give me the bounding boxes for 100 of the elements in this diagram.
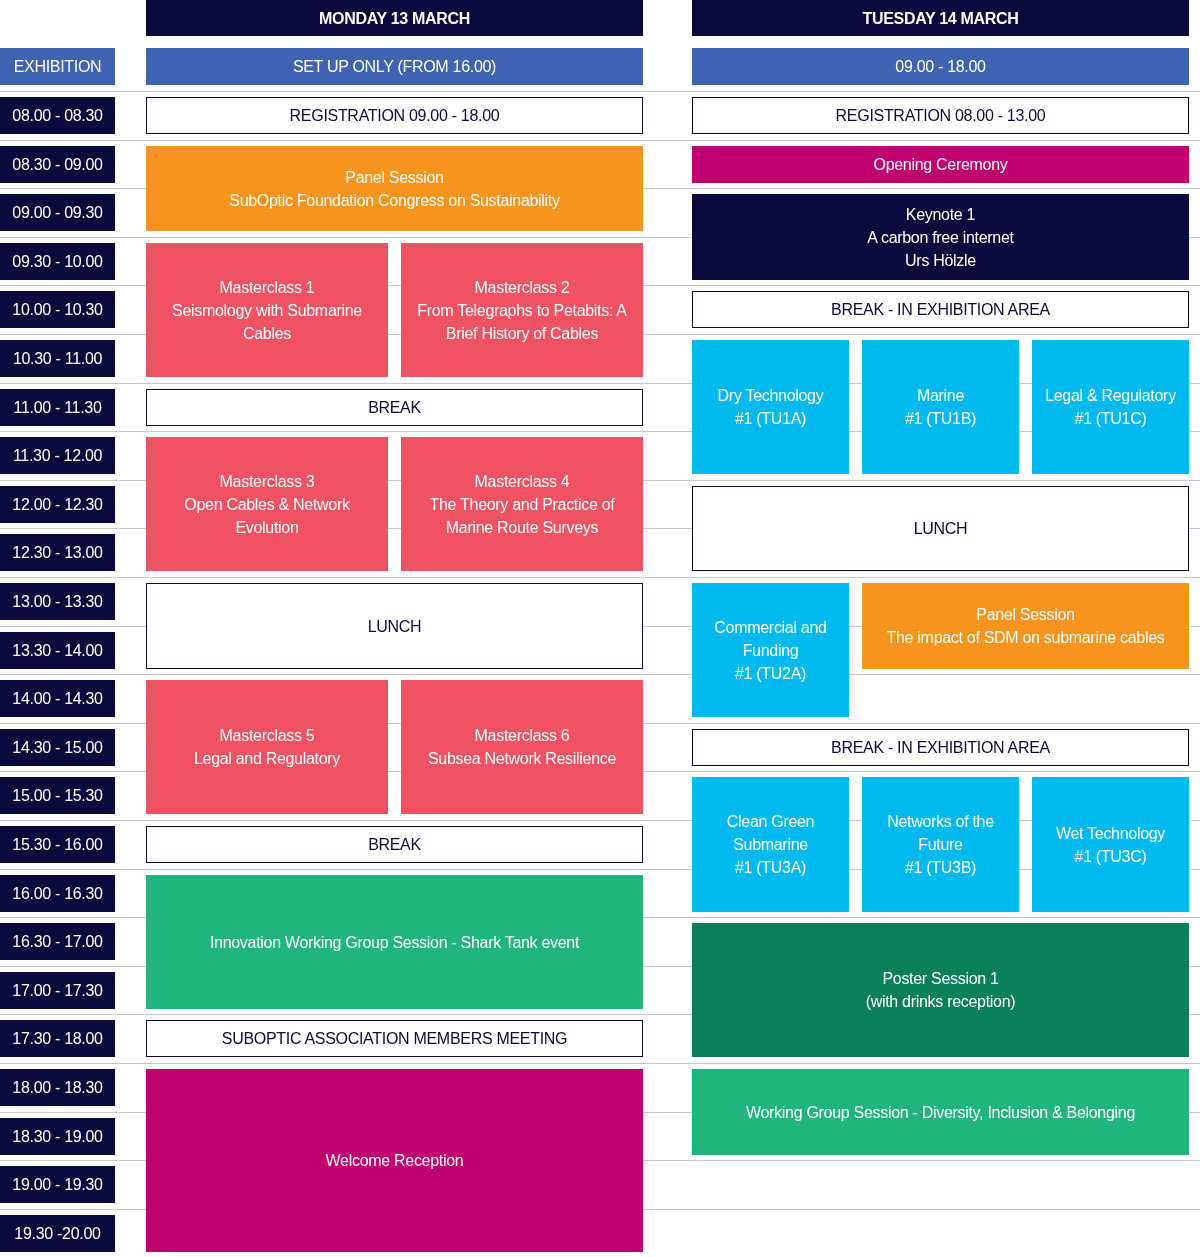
session-text: #1 (TU1B) <box>904 409 977 429</box>
session-text: LUNCH <box>367 616 422 637</box>
time-slot-label <box>0 486 115 523</box>
session-text: EXHIBITION <box>13 57 102 77</box>
time-slot-label <box>0 1215 115 1252</box>
time-slot-label <box>0 1118 115 1155</box>
session-title: Wet Technology <box>1055 823 1166 844</box>
time-text: 12.30 - 13.00 <box>12 543 103 563</box>
session-title: Masterclass 6 <box>474 726 570 746</box>
time-text: 08.30 - 09.00 <box>12 155 103 175</box>
session-text: #1 (TU3B) <box>904 858 977 878</box>
session-block <box>146 1020 643 1057</box>
session-text: Open Cables & Network Evolution <box>183 494 351 538</box>
time-text: 19.00 - 19.30 <box>12 1175 103 1195</box>
day-header <box>692 0 1189 36</box>
time-slot-label <box>0 826 115 863</box>
session-text: BREAK <box>368 398 421 418</box>
session-text: Urs Hölzle <box>905 250 976 271</box>
time-text: 11.00 - 11.30 <box>13 398 102 418</box>
session-block <box>146 97 643 134</box>
session-text: The Theory and Practice of Marine Route Surveys <box>428 494 616 538</box>
session-block <box>692 729 1189 766</box>
session-text: Subsea Network Resilience <box>427 749 617 769</box>
session-block <box>692 1069 1189 1155</box>
time-text: 18.00 - 18.30 <box>12 1078 103 1098</box>
time-text: 15.30 - 16.00 <box>12 835 103 855</box>
session-title: Keynote 1 <box>905 204 976 225</box>
time-text: 17.30 - 18.00 <box>12 1029 103 1049</box>
session-title: Panel Session <box>976 605 1075 625</box>
session-text: Working Group Session - Diversity, Inclusion & Belonging <box>746 1102 1135 1123</box>
day-header <box>146 0 643 36</box>
session-text: #1 (TU1A) <box>734 409 807 429</box>
session-text: BREAK - IN EXHIBITION AREA <box>831 738 1050 758</box>
time-text: 19.30 -20.00 <box>14 1224 101 1244</box>
session-title: Masterclass 3 <box>219 471 315 492</box>
session-title: Clean Green Submarine <box>725 812 816 855</box>
day-title: MONDAY 13 MARCH <box>318 8 471 29</box>
session-block <box>401 680 643 814</box>
session-text: #1 (TU3C) <box>1074 846 1147 867</box>
time-slot-label <box>0 632 115 669</box>
time-slot-label <box>0 875 115 912</box>
time-text: 08.00 - 08.30 <box>12 106 103 126</box>
session-block <box>692 146 1189 183</box>
session-title: Networks of the Future <box>886 812 995 855</box>
session-title: Poster Session 1 <box>882 969 999 989</box>
session-text: REGISTRATION 09.00 - 18.00 <box>289 106 500 126</box>
session-title: Dry Technology <box>717 386 824 406</box>
session-text: Innovation Working Group Session - Shark Tank event <box>209 932 580 953</box>
session-text: #1 (TU1C) <box>1074 409 1147 429</box>
session-title: Masterclass 5 <box>219 726 315 746</box>
session-title: Commercial and Funding <box>713 617 828 661</box>
session-block <box>146 1069 643 1252</box>
session-block <box>401 243 643 377</box>
time-text: 09.30 - 10.00 <box>12 252 103 272</box>
session-block <box>862 340 1019 474</box>
time-slot-label <box>0 243 115 280</box>
session-text: SUBOPTIC ASSOCIATION MEMBERS MEETING <box>221 1029 568 1049</box>
exhibition-bar <box>146 48 643 85</box>
time-slot-label <box>0 340 115 377</box>
session-block <box>692 777 849 912</box>
session-block <box>146 243 388 377</box>
time-text: 11.30 - 12.00 <box>12 446 103 466</box>
session-text: The impact of SDM on submarine cables <box>886 628 1165 648</box>
session-text: SubOptic Foundation Congress on Sustainability <box>229 190 560 211</box>
session-block <box>862 777 1019 912</box>
session-block <box>146 146 643 231</box>
time-text: 17.00 - 17.30 <box>12 981 103 1001</box>
session-block <box>1032 340 1189 474</box>
session-text: A carbon free internet <box>867 227 1014 248</box>
time-text: 16.00 - 16.30 <box>12 884 103 904</box>
time-text: 10.00 - 10.30 <box>12 300 103 320</box>
session-title: Marine <box>916 386 965 406</box>
session-text: #1 (TU3A) <box>734 858 807 878</box>
session-block <box>146 583 643 669</box>
session-text: Welcome Reception <box>325 1151 464 1171</box>
session-text: REGISTRATION 08.00 - 13.00 <box>835 106 1046 126</box>
time-text: 15.00 - 15.30 <box>12 786 103 806</box>
session-text: LUNCH <box>913 519 968 539</box>
time-slot-label <box>0 146 115 183</box>
time-slot-label <box>0 923 115 960</box>
time-text: 12.00 - 12.30 <box>12 495 103 515</box>
session-title: Masterclass 4 <box>474 471 570 492</box>
session-title: Masterclass 2 <box>474 277 570 298</box>
session-block <box>692 97 1189 134</box>
time-text: 18.30 - 19.00 <box>12 1127 103 1147</box>
session-text: SET UP ONLY (FROM 16.00) <box>292 57 497 77</box>
session-text: BREAK - IN EXHIBITION AREA <box>831 300 1050 320</box>
session-text: #1 (TU2A) <box>734 663 807 684</box>
session-block <box>692 340 849 474</box>
time-text: 16.30 - 17.00 <box>12 932 103 952</box>
session-block <box>146 826 643 863</box>
time-text: 10.30 - 11.00 <box>12 349 103 369</box>
time-slot-label <box>0 1166 115 1203</box>
session-text: BREAK <box>368 835 421 855</box>
session-block <box>401 437 643 571</box>
time-slot-label <box>0 291 115 328</box>
time-text: 14.30 - 15.00 <box>12 738 103 758</box>
session-text: From Telegraphs to Petabits: A Brief History of Cables <box>416 300 628 344</box>
time-slot-label <box>0 534 115 571</box>
time-slot-label <box>0 389 115 426</box>
